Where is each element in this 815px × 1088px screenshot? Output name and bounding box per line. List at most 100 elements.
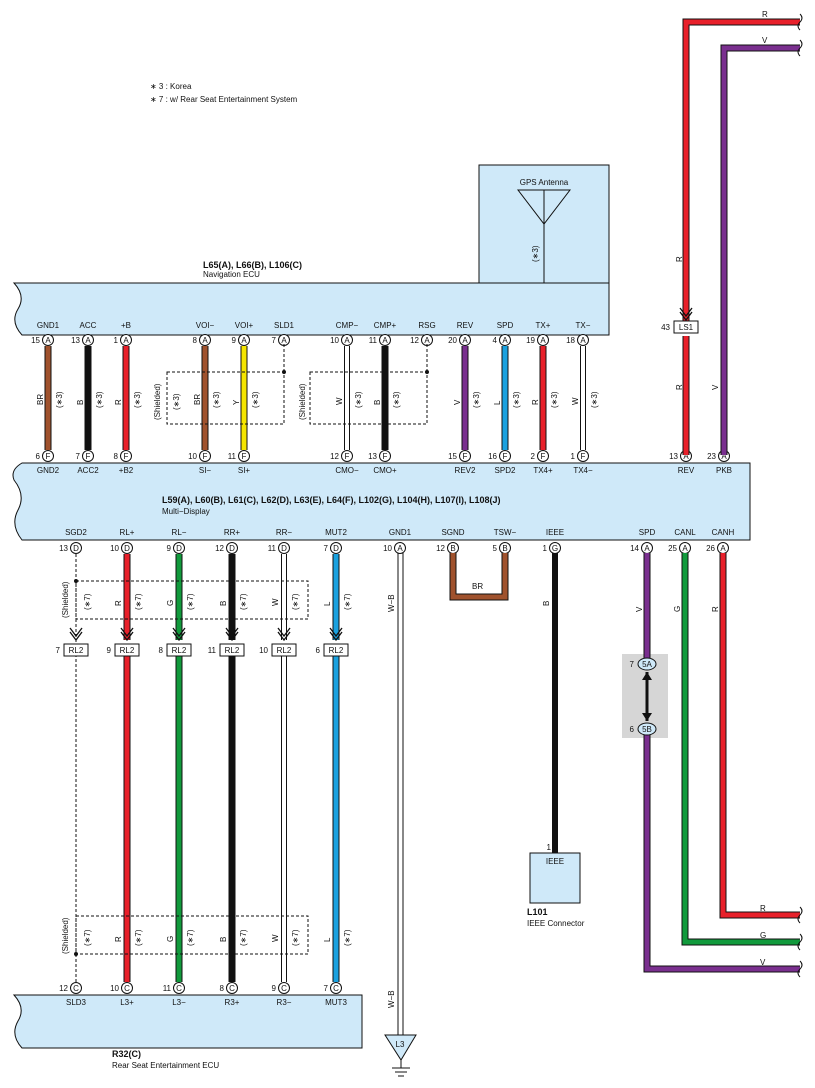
pin-cavity: C [124, 984, 130, 993]
rl2-connector [114, 643, 140, 657]
lower-wire-code: G [166, 600, 175, 606]
md-top-pin-label: SI− [199, 466, 212, 475]
pin-circle [341, 450, 353, 462]
pin-cavity: A [241, 336, 247, 345]
pin-number: 14 [630, 544, 639, 553]
md-bottom-pin-label: RL+ [120, 528, 135, 537]
pin-number: 8 [193, 336, 198, 345]
md-top-pin-label: ACC2 [77, 466, 99, 475]
rl2-connector [219, 643, 245, 657]
rear-pin-label: MUT3 [325, 998, 347, 1007]
rl2-connector [63, 643, 89, 657]
right-end-v: V [760, 958, 766, 967]
ieee-subtitle: IEEE Connector [527, 919, 585, 928]
navigation-ecu-box [12, 282, 610, 336]
pin-circle [577, 334, 589, 346]
pin-cavity: F [345, 452, 350, 461]
pin-circle [537, 334, 549, 346]
md-top-pin-label: REV2 [455, 466, 476, 475]
lower-wire-code-2: L [323, 937, 332, 942]
upper-wire-note: (∗3) [512, 391, 521, 408]
upper-wire-note: (∗3) [472, 391, 481, 408]
pin-cavity: A [580, 336, 586, 345]
rear-pin-label: L3+ [120, 998, 134, 1007]
pin-cavity: A [397, 544, 403, 553]
md-bottom-pins: SGD2D13RL+D10RL−D9RR+D12RR−D11MUT2D7GND1… [59, 528, 735, 554]
pin-number: 12 [410, 336, 419, 345]
upper-wire-code: L [493, 400, 502, 405]
rl2-num: 10 [259, 646, 268, 655]
upper-wire-note: (∗3) [133, 391, 142, 408]
pin-number: 16 [488, 452, 497, 461]
gps-antenna-title: GPS Antenna [520, 178, 569, 187]
lower-wire-note-2: (∗7) [186, 929, 195, 946]
shield-lower-note-2: (∗7) [83, 929, 92, 946]
md-top-pin-label: REV [678, 466, 695, 475]
md-bottom-pin-label: IEEE [546, 528, 564, 537]
pin-circle [82, 450, 94, 462]
pin-number: 12 [215, 544, 224, 553]
pin-circle [278, 982, 290, 994]
ground-wire: W−B W−B L3 [384, 553, 417, 1077]
rl2-connector [271, 643, 297, 657]
md-bottom-pin-label: CANH [712, 528, 735, 537]
pin-cavity: B [502, 544, 507, 553]
right-top-wires: R V R R V LS1 43 [661, 10, 803, 455]
pin-cavity: A [502, 336, 508, 345]
right-end-g: G [760, 931, 766, 940]
md-bottom-pin-label: RL− [172, 528, 187, 537]
nav-pin-label: GND1 [37, 321, 60, 330]
shield-label-3: (Shielded) [61, 581, 70, 618]
pin-number: 9 [272, 984, 277, 993]
upper-wire-code: BR [36, 394, 45, 405]
pin-circle [341, 334, 353, 346]
gnd-wire-code: W−B [387, 594, 396, 612]
pin-number: 12 [59, 984, 68, 993]
ground-triangle [384, 1034, 417, 1061]
pin-circle [70, 982, 82, 994]
md-top-pin-label: SPD2 [495, 466, 516, 475]
pin-circle [238, 334, 250, 346]
shield-label-2: (Shielded) [298, 383, 307, 420]
ls1-name: LS1 [679, 323, 694, 332]
shield-lower-note: (∗7) [83, 593, 92, 610]
right-end-r: R [760, 904, 766, 913]
nav-pin-label: SLD1 [274, 321, 295, 330]
upper-wire-note: (∗3) [212, 391, 221, 408]
pin-cavity: D [229, 544, 235, 553]
pin-number: 8 [114, 452, 119, 461]
rl2-arrow-icon [329, 627, 343, 642]
pin-number: 5 [493, 544, 498, 553]
pin-cavity: F [463, 452, 468, 461]
rl2-num: 7 [56, 646, 61, 655]
pin-circle [82, 334, 94, 346]
pin-cavity: B [450, 544, 455, 553]
md-bottom-pin-label: MUT2 [325, 528, 347, 537]
junction-6-num: 6 [630, 725, 635, 734]
nav-pin-label: REV [457, 321, 474, 330]
rl2-connector [323, 643, 349, 657]
rl2-name: RL2 [277, 646, 292, 655]
lower-wire-code-2: R [114, 936, 123, 942]
md-top-pin-label: CMO− [335, 466, 359, 475]
pin-cavity: D [124, 544, 130, 553]
wavy-ends-bottom [797, 906, 803, 978]
pin-number: 9 [167, 544, 172, 553]
lower-wire-code-2: G [166, 936, 175, 942]
lower-wire-note: (∗7) [239, 593, 248, 610]
pin-circle [499, 450, 511, 462]
lower-wire-note: (∗7) [343, 593, 352, 610]
nav-title: L65(A), L66(B), L106(C) [203, 260, 302, 270]
gnd-wire-code-2: W−B [387, 990, 396, 1008]
pin-cavity: D [73, 544, 79, 553]
junction-5b: 5B [642, 725, 652, 734]
md-bottom-pin-label: RR− [276, 528, 293, 537]
upper-wire-code: B [373, 400, 382, 405]
upper-wire-code: BR [193, 394, 202, 405]
pin-number: 9 [232, 336, 237, 345]
pin-number: 13 [71, 336, 80, 345]
nav-pin-label: RSG [418, 321, 435, 330]
pin-cavity: C [229, 984, 235, 993]
note-korea: ∗ 3 : Korea [150, 82, 192, 91]
